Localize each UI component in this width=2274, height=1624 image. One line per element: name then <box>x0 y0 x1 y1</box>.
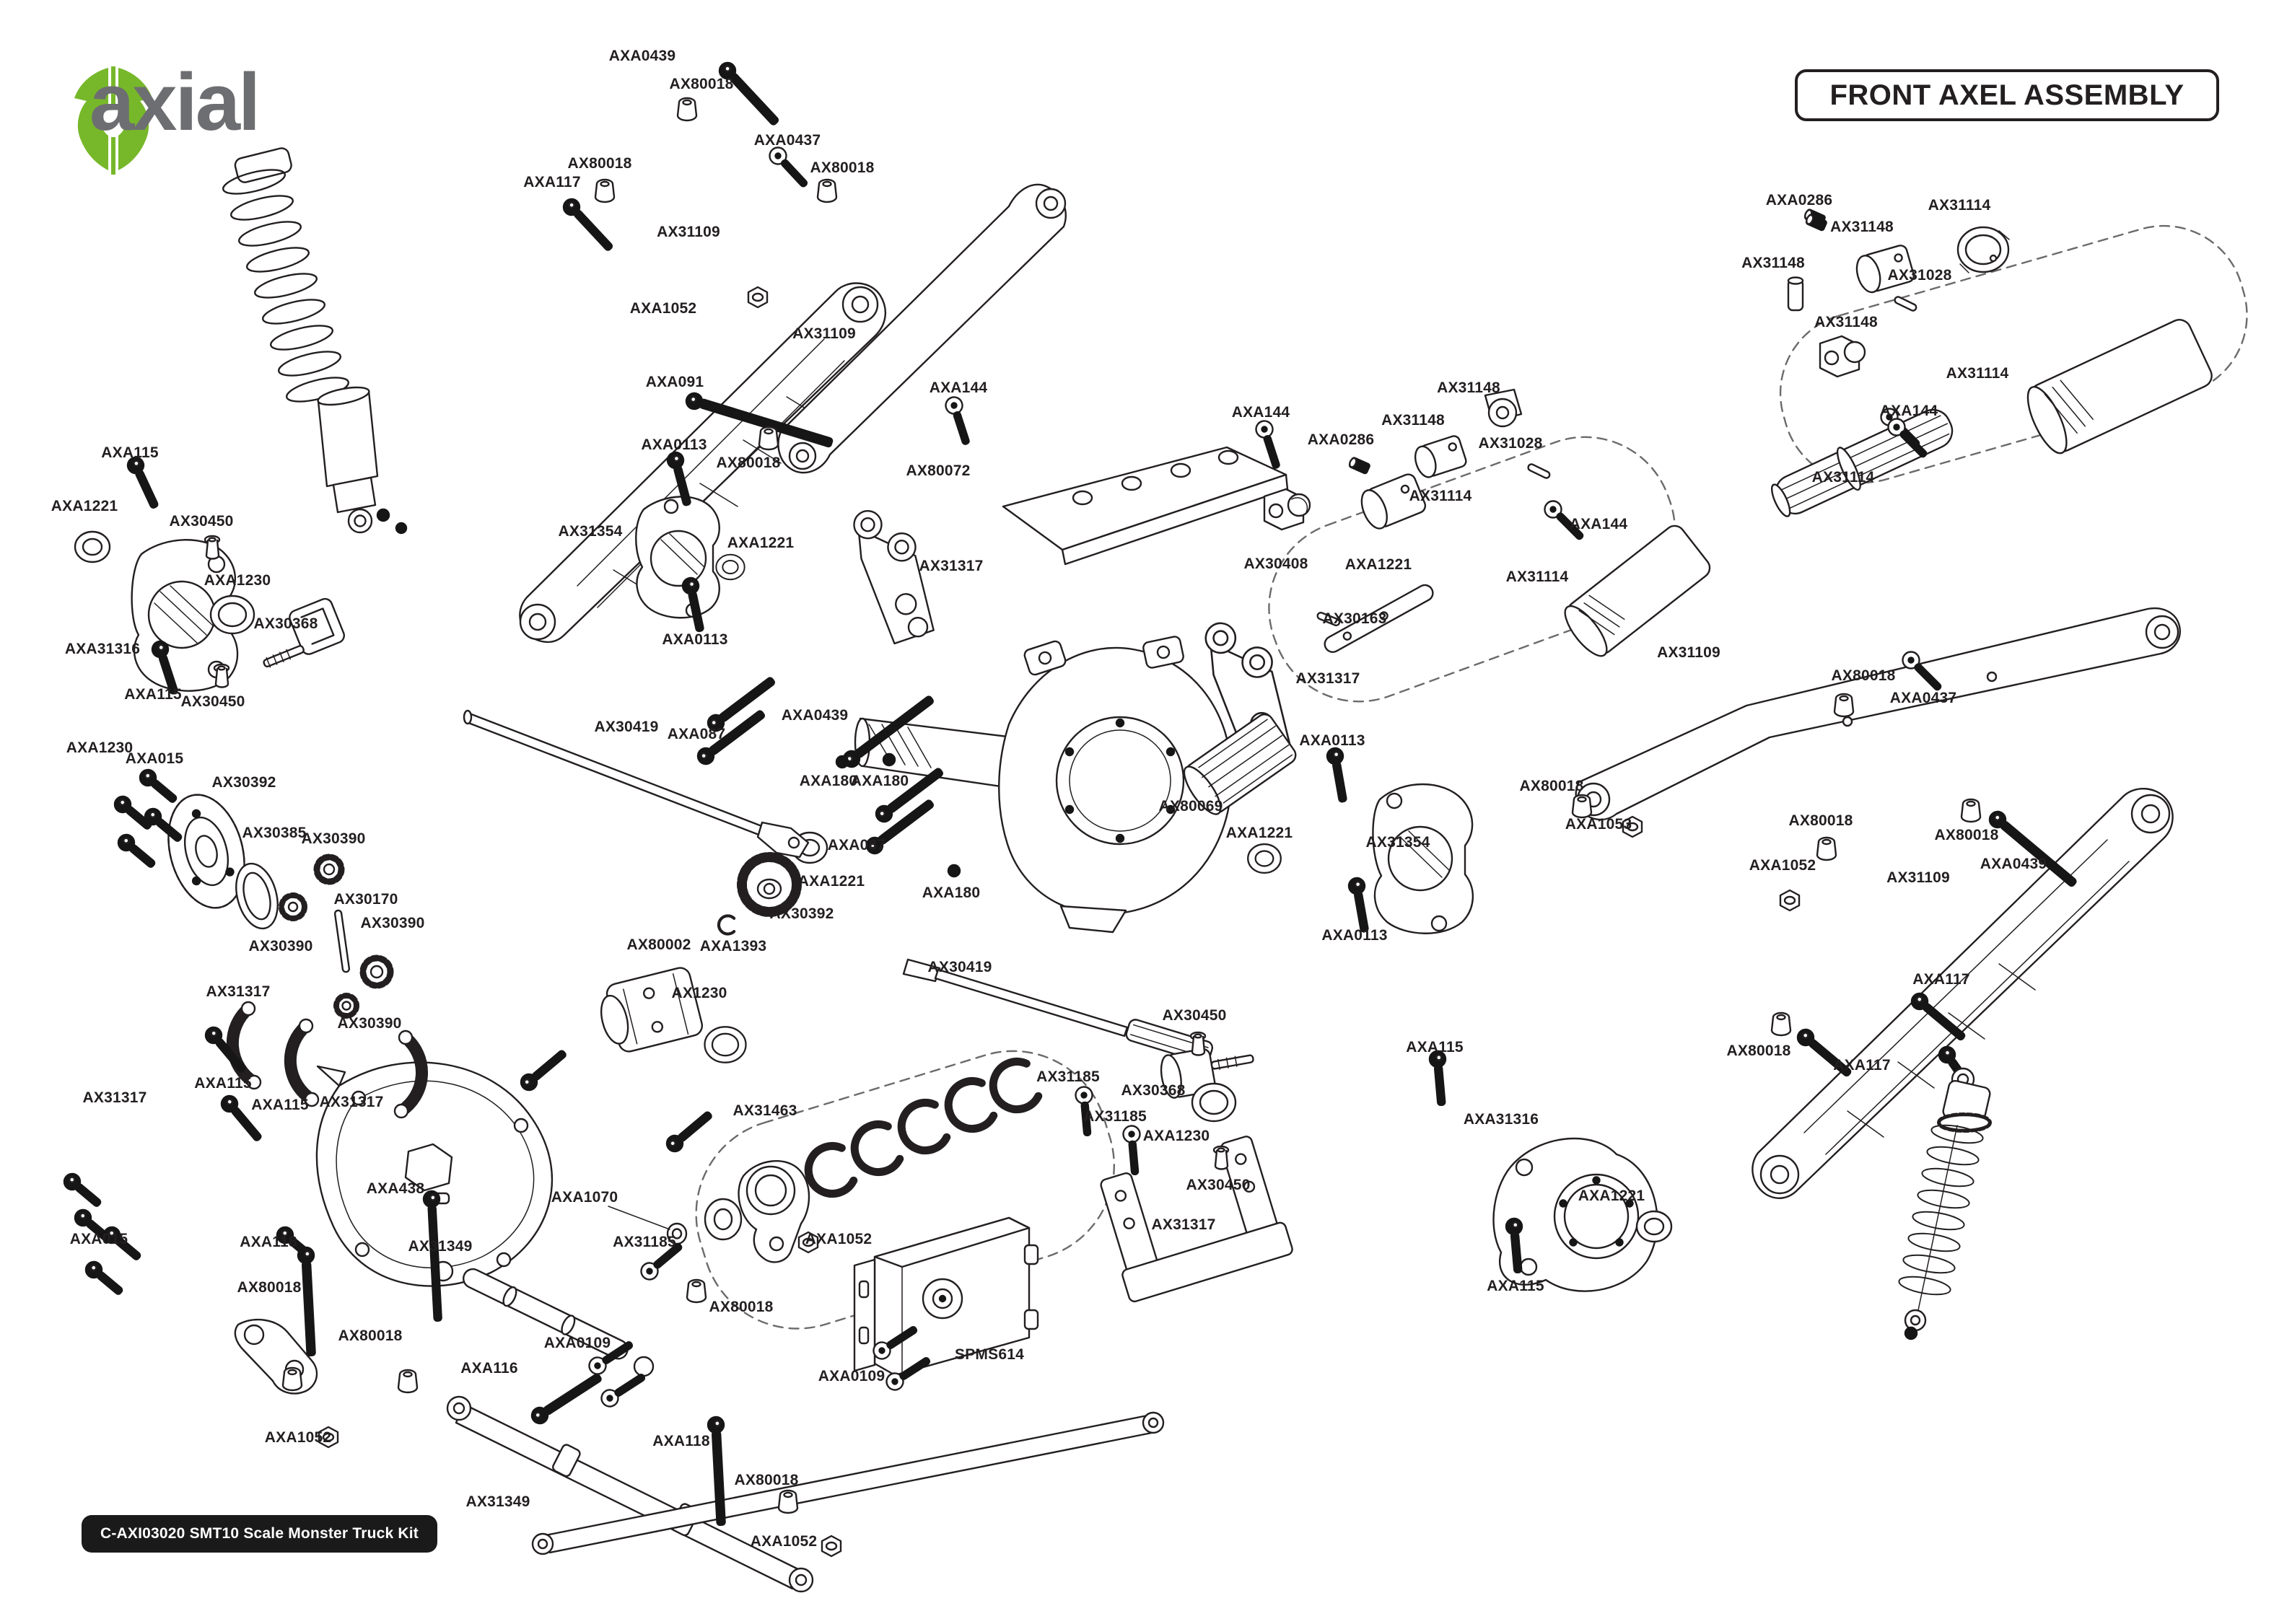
spur-gear <box>359 954 394 989</box>
bearing <box>74 530 111 563</box>
caliper-straps <box>226 1001 428 1119</box>
servo-mount <box>1100 1136 1293 1303</box>
bevel-gear <box>279 892 307 921</box>
kit-badge-text: C-AXI03020 SMT10 Scale Monster Truck Kit <box>100 1525 419 1542</box>
uj-cross <box>1787 276 1804 312</box>
caster-block-right <box>1372 783 1474 934</box>
drive-pin <box>1892 294 1918 313</box>
saver-washer-hole <box>713 1208 733 1231</box>
cross-pin <box>333 909 351 973</box>
upper-link-left <box>519 282 886 644</box>
lockout-tube-mid <box>1564 524 1711 657</box>
truss-bracket-left <box>853 509 935 645</box>
servo-link <box>432 1260 655 1377</box>
front-shock-right <box>1897 1044 1992 1340</box>
knuckle-right <box>1492 1137 1658 1292</box>
thrust-washer <box>666 1222 688 1245</box>
uj-cup <box>1956 226 2010 273</box>
bellcrank <box>234 1319 318 1395</box>
seal-ring <box>1191 1082 1237 1123</box>
diff-cover <box>315 1061 554 1287</box>
ring-gear <box>167 794 245 909</box>
servo-saver-springs <box>802 1058 1041 1201</box>
driveline-dashed-region-mid <box>1268 436 1676 703</box>
axial-logo: axial <box>71 62 261 175</box>
flanged-bushing <box>213 663 230 688</box>
upper-link-thin <box>777 183 1067 474</box>
axial-logo-wordmark: axial <box>89 57 261 147</box>
driveshaft-lower <box>902 958 1214 1063</box>
servo <box>853 1216 1039 1377</box>
cvd-ball-cup <box>1484 388 1523 428</box>
seal-ring <box>704 1026 747 1063</box>
link-pin <box>1316 584 1434 653</box>
cvd-coupler <box>1414 435 1467 478</box>
link-mount-plate <box>1002 446 1289 566</box>
uj-yoke <box>1819 335 1866 378</box>
splined-shaft-topright <box>1770 408 1954 517</box>
flanged-bushing <box>1189 1031 1207 1056</box>
diagram-title: FRONT AXEL ASSEMBLY <box>1829 79 2185 111</box>
bearing <box>1247 843 1282 874</box>
axial-logo-icon <box>74 66 152 175</box>
cvd-sleeve <box>1360 473 1427 530</box>
lower-link-right <box>1752 787 2174 1199</box>
flanged-bushing <box>1212 1145 1230 1170</box>
lockout-tube-topright <box>2026 319 2213 455</box>
bevel-gear-large <box>737 852 802 917</box>
flanged-bushing <box>204 535 221 560</box>
cvd-yoke-cube <box>1263 488 1311 531</box>
front-shock-left <box>219 147 408 535</box>
bearing <box>1635 1210 1673 1243</box>
spur-gear <box>313 853 345 885</box>
driveshaft-upper <box>463 709 810 859</box>
bearing <box>715 553 745 581</box>
splined-tube <box>1183 714 1297 815</box>
fasteners <box>61 59 2080 1558</box>
drive-pin <box>1526 462 1552 480</box>
bevel-gear <box>333 993 359 1019</box>
upper-link-right <box>1575 607 2181 821</box>
axle-housing <box>854 636 1233 934</box>
e-clip <box>719 916 734 934</box>
driveline-dashed-region-topright <box>1779 224 2248 484</box>
servo-saver-cam <box>738 1160 810 1263</box>
seal-ring <box>209 594 255 635</box>
uj-coupler <box>1855 245 1915 294</box>
caster-block-mid <box>635 496 720 619</box>
stub-axle-left <box>263 597 345 668</box>
stub-axle-right <box>1160 1048 1254 1099</box>
kit-badge: C-AXI03020 SMT10 Scale Monster Truck Kit <box>82 1515 437 1553</box>
steering-tie-rod <box>531 1411 1165 1555</box>
diff-gasket <box>235 862 279 930</box>
leader-line <box>608 1206 670 1230</box>
diff-case <box>600 967 704 1053</box>
diagram-title-box: FRONT AXEL ASSEMBLY <box>1795 69 2219 121</box>
